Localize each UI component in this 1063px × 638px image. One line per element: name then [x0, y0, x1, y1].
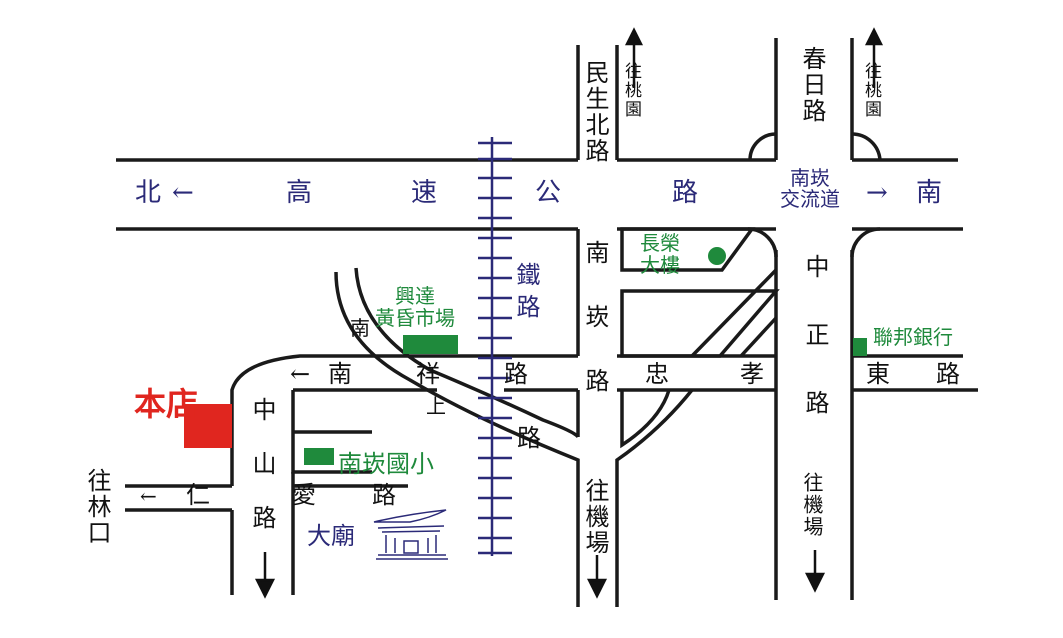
arrow-up-taoyuan-1-head — [624, 27, 644, 46]
nanxiang-lane-label: 南 — [350, 316, 370, 340]
arrow-down-airport-1-head — [586, 578, 608, 599]
zhongxiao-char-3: 東 — [866, 360, 890, 388]
highway-char-2: 速 — [411, 178, 438, 208]
nanxiang-char-1: 南祥路 — [328, 360, 592, 388]
zhongxiao-char-2: 孝 — [740, 360, 764, 388]
wedge-south-road — [615, 388, 694, 607]
temple-icon — [373, 509, 448, 560]
school-label: 南崁國小 — [338, 450, 434, 478]
highway-north-label: 北 — [135, 178, 162, 208]
nankan-road-label: 南崁路 — [581, 240, 609, 432]
nanxiang-arrow: ← — [290, 360, 311, 388]
market-marker — [403, 335, 458, 354]
arrow-down-airport-2-head — [804, 572, 826, 593]
zhongxiao-char-1: 忠 — [645, 360, 669, 388]
store-marker — [184, 404, 232, 448]
changrong-marker — [708, 247, 726, 265]
to-linkou-label: 往林口 — [83, 468, 111, 546]
arrow-down-zhongshan-head — [254, 578, 276, 599]
market-label: 興達 黃昏市場 — [375, 284, 455, 330]
to-airport-label-2: 往機場 — [800, 472, 824, 538]
curve-road-lu: 路 — [517, 424, 541, 452]
chunri-ramp-right — [851, 132, 882, 161]
highway-south-label: 南 — [916, 178, 943, 208]
minsheng-road-label: 民生北路 — [581, 60, 609, 164]
nanxiang-up-label: 上 — [426, 394, 446, 418]
zhongshan-road-label: 中山路 — [248, 397, 276, 559]
school-marker — [304, 448, 334, 465]
changrong-label: 長榮 大樓 — [640, 231, 680, 277]
bank-marker — [853, 338, 867, 356]
highway-left-arrow: ← — [172, 178, 194, 208]
highway-char-1: 高 — [286, 178, 313, 208]
store-label: 本店 — [134, 385, 199, 423]
to-taoyuan-label-2: 往桃園 — [861, 62, 881, 119]
arrow-up-taoyuan-2-head — [864, 27, 884, 46]
zhongzheng-road-label: 中正路 — [801, 254, 829, 458]
to-taoyuan-label-1: 往桃園 — [621, 62, 641, 119]
renai-arrow: ← — [140, 484, 157, 508]
chunri-road-label: 春日路 — [798, 46, 826, 124]
highway-char-3: 公 — [535, 178, 562, 208]
railway-label: 鐵路 — [512, 262, 540, 326]
renai-char-1: 仁 — [186, 481, 210, 509]
nanxiang-north — [230, 354, 578, 453]
zhongxiao-char-4: 路 — [936, 360, 960, 388]
highway-char-4: 路 — [672, 178, 699, 208]
renai-char-2: 愛 — [292, 481, 316, 509]
zhongzheng-ramp-left — [747, 227, 778, 258]
bank-label: 聯邦銀行 — [873, 325, 953, 349]
wedge-south-inner — [620, 389, 671, 449]
zhongzheng-ramp-right — [850, 227, 881, 258]
diagonal-road-upper — [690, 268, 778, 358]
curve-road-outer — [334, 271, 580, 607]
interchange-label: 南崁 交流道 — [780, 166, 840, 211]
diagonal-road-lower — [739, 316, 778, 358]
changrong-block — [620, 227, 756, 272]
chunri-ramp-left — [748, 132, 777, 161]
wedge-block — [620, 289, 780, 358]
highway-right-arrow: → — [866, 178, 888, 208]
curve-road-inner — [354, 267, 580, 439]
renai-char-3: 路 — [372, 481, 396, 509]
temple-label: 大廟 — [307, 522, 355, 550]
to-airport-label-1: 往機場 — [581, 478, 609, 556]
